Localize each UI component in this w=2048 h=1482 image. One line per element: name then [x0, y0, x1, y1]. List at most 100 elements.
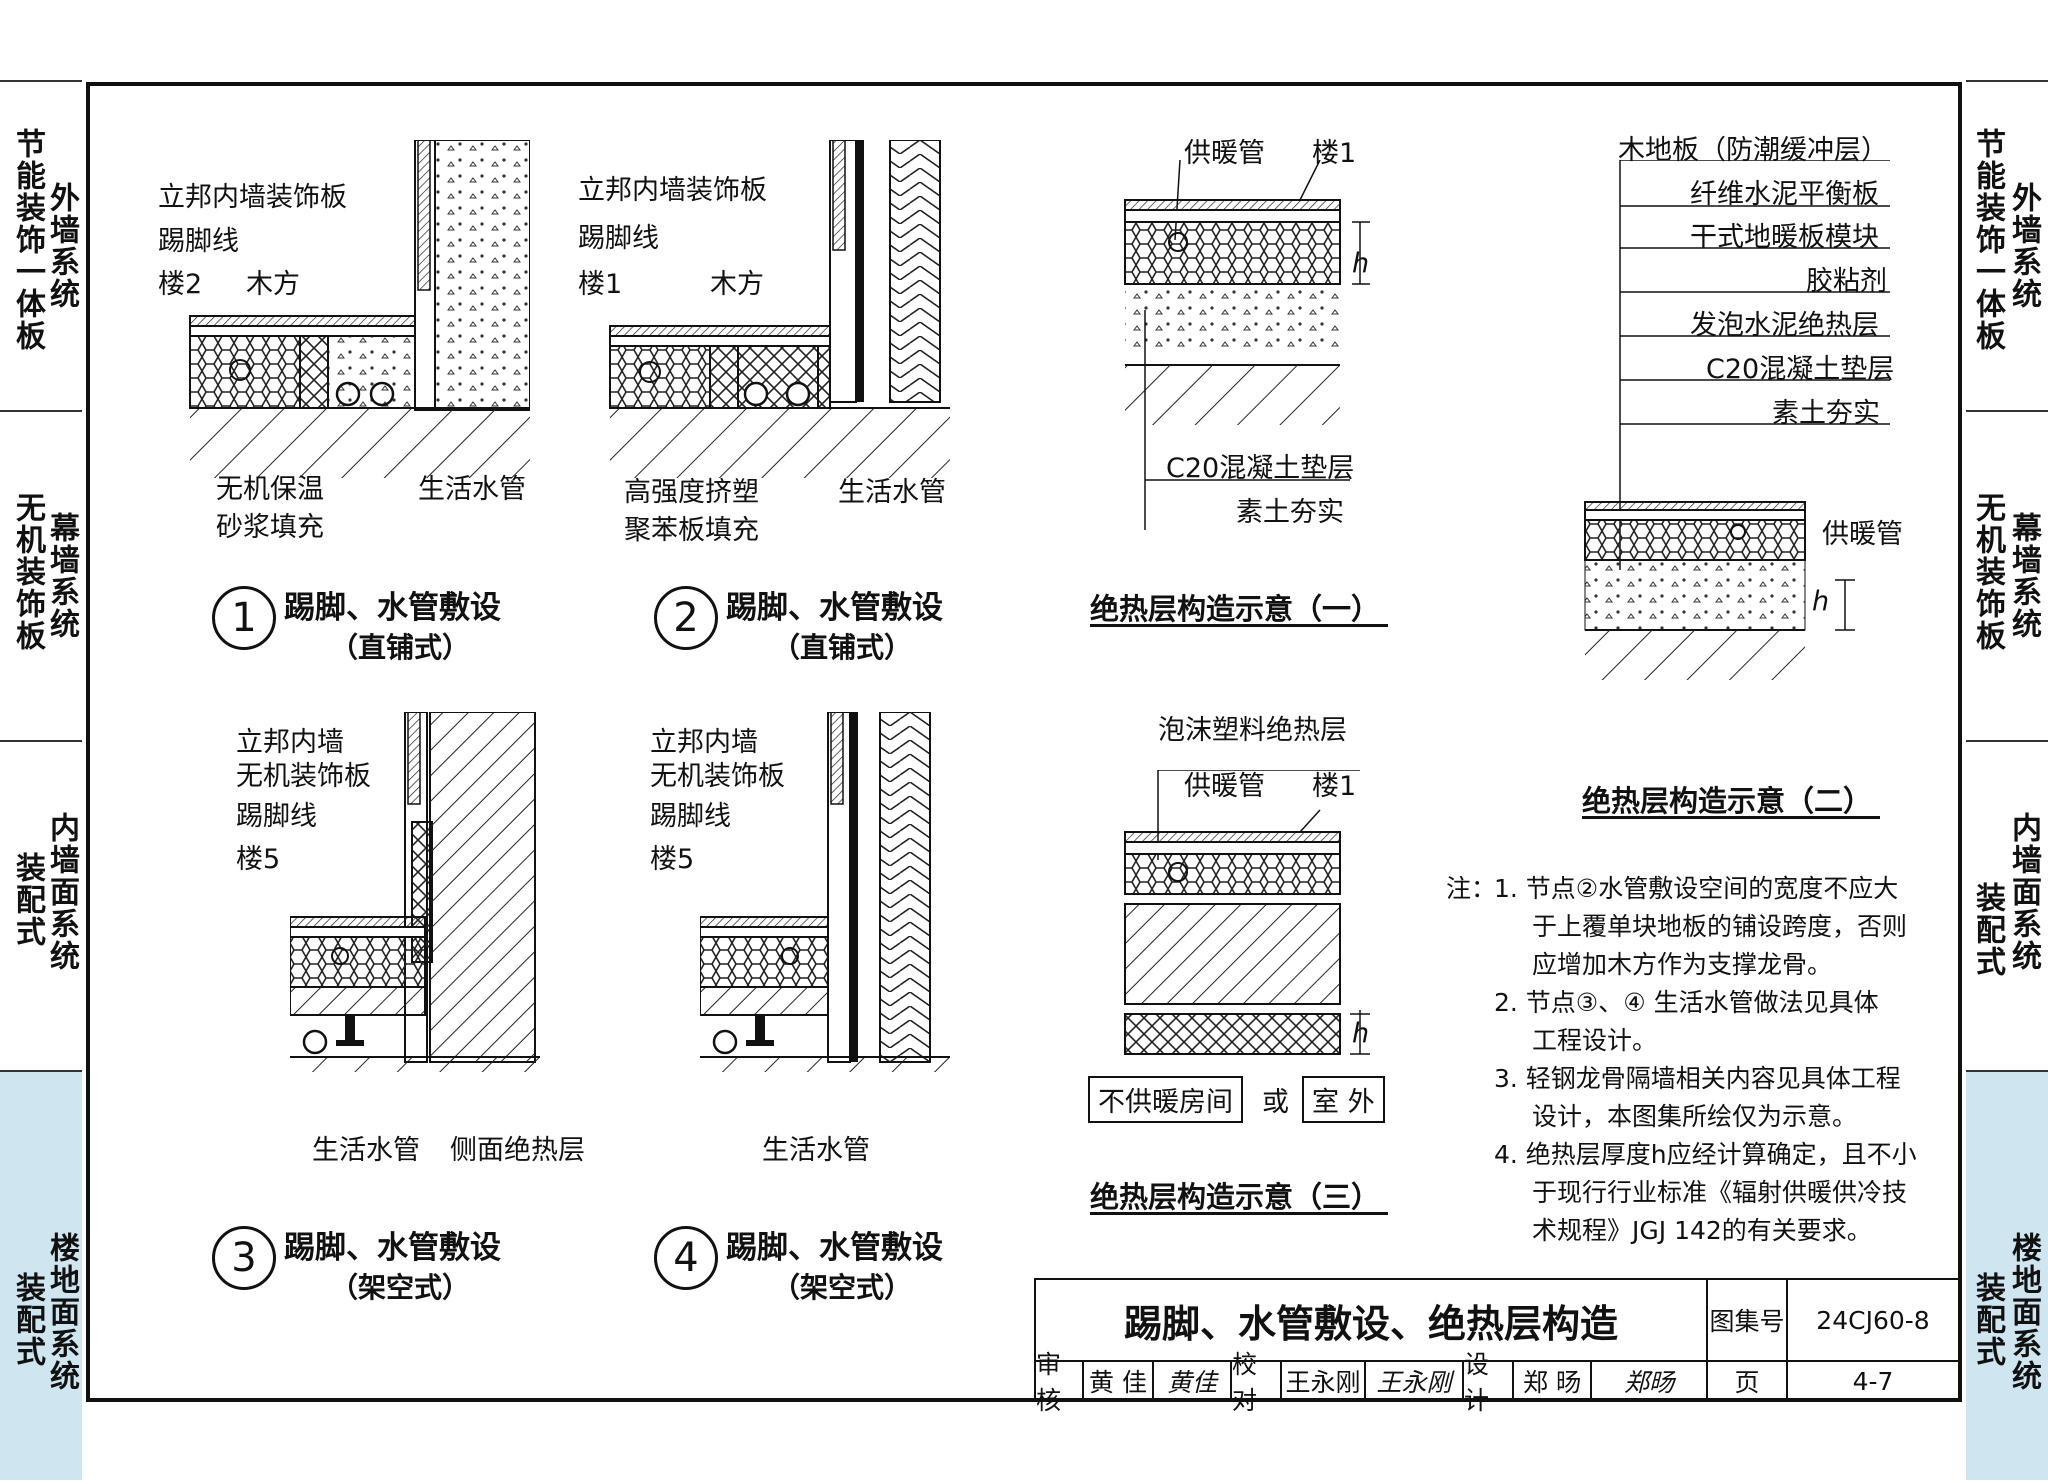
insulation-title: 绝热层构造示意（三） — [1090, 1180, 1381, 1214]
label-heat-pipe: 供暖管 — [1184, 771, 1265, 802]
review-label: 审核 — [1034, 1350, 1084, 1415]
label-pipe: 生活水管 — [762, 1135, 870, 1166]
note-line: 1. 节点②水管敷设空间的宽度不应大 — [1494, 874, 1899, 903]
detail-title: 踢脚、水管敷设 — [284, 590, 501, 626]
side-tab-text: 楼地面系统 — [44, 1232, 79, 1392]
side-tab-text: 节能装饰一体板 — [10, 128, 45, 352]
note-line: 工程设计。 — [1532, 1026, 1658, 1055]
label-floor: 楼1 — [1312, 138, 1357, 169]
check-label: 校对 — [1230, 1350, 1282, 1415]
detail-subtitle: （直铺式） — [330, 631, 471, 664]
label-pipe: 生活水管 — [418, 474, 526, 505]
layer-label: C20混凝土垫层 — [1706, 354, 1895, 385]
label-mortar-1: 无机保温 — [216, 474, 324, 505]
side-tab-text: 装配式 — [1970, 882, 2005, 978]
side-tab-text: 内墙面系统 — [2006, 812, 2041, 972]
layer-label: 素土夯实 — [1772, 398, 1880, 429]
checker-name: 王永刚 — [1280, 1360, 1366, 1402]
designer-signature: 郑旸 — [1590, 1360, 1708, 1402]
label-pipe: 生活水管 — [838, 477, 946, 508]
atlas-number: 24CJ60-8 — [1786, 1278, 1960, 1362]
note-line: 2. 节点③、④ 生活水管做法见具体 — [1494, 988, 1879, 1017]
layer-label: 发泡水泥绝热层 — [1690, 310, 1879, 341]
layer-label: 木地板（防潮缓冲层） — [1618, 135, 1888, 166]
label-unheated-room: 不供暖房间 — [1088, 1076, 1243, 1123]
label-floor: 楼1 — [578, 269, 623, 300]
detail3-drawing — [290, 712, 540, 1072]
label-thickness-h: h — [1352, 1018, 1370, 1049]
notes-head: 注： — [1446, 874, 1497, 903]
layer-label: 纤维水泥平衡板 — [1690, 179, 1879, 210]
layer-label: 干式地暖板模块 — [1690, 222, 1879, 253]
side-tab-text: 幕墙系统 — [44, 512, 79, 640]
detail-number-badge: 4 — [654, 1226, 718, 1290]
label-floor: 楼2 — [158, 269, 203, 300]
label-side-insulation: 侧面绝热层 — [450, 1135, 585, 1166]
title-block: 踢脚、水管敷设、绝热层构造 图集号 24CJ60-8 审核 黄 佳 黄佳 校对 … — [1034, 1278, 1960, 1415]
note-line: 3. 轻钢龙骨隔墙相关内容见具体工程 — [1494, 1064, 1901, 1093]
reviewer-signature: 黄佳 — [1152, 1360, 1232, 1402]
label-heat-pipe: 供暖管 — [1822, 519, 1903, 550]
label-floor: 楼5 — [236, 844, 281, 875]
note-line: 术规程》JGJ 142的有关要求。 — [1532, 1216, 1872, 1245]
drawing-frame — [86, 82, 1962, 1402]
detail-title: 踢脚、水管敷设 — [284, 1230, 501, 1266]
label-wall-1: 立邦内墙 — [236, 727, 344, 758]
side-tab-exterior-wall[interactable]: 节能装饰一体板 外墙系统 — [0, 80, 82, 410]
note-line: 于上覆单块地板的铺设跨度，否则 — [1532, 912, 1908, 941]
page-label: 页 — [1706, 1360, 1788, 1402]
side-tab-interior-wall[interactable]: 装配式 内墙面系统 — [1966, 740, 2048, 1070]
side-tab-curtain-wall[interactable]: 无机装饰板 幕墙系统 — [1966, 410, 2048, 740]
note-line: 于现行行业标准《辐射供暖供冷技 — [1532, 1178, 1908, 1207]
label-timber: 木方 — [246, 269, 300, 300]
title-underline — [1090, 624, 1388, 627]
side-tab-text: 装配式 — [10, 1272, 45, 1368]
side-tab-text: 外墙系统 — [2006, 182, 2041, 310]
label-skirting: 踢脚线 — [158, 226, 239, 257]
side-tab-text: 外墙系统 — [44, 182, 79, 310]
reviewer-name: 黄 佳 — [1082, 1360, 1154, 1402]
label-xps-1: 高强度挤塑 — [624, 477, 759, 508]
detail2-drawing — [609, 140, 950, 478]
side-tab-text: 内墙面系统 — [44, 812, 79, 972]
side-tab-text: 节能装饰一体板 — [1970, 128, 2005, 352]
label-concrete: C20混凝土垫层 — [1166, 453, 1355, 484]
side-tab-text: 无机装饰板 — [10, 492, 45, 652]
side-tab-floor-system[interactable]: 装配式 楼地面系统 — [1966, 1070, 2048, 1480]
checker-signature: 王永刚 — [1364, 1360, 1464, 1402]
detail-number-badge: 1 — [212, 586, 276, 650]
detail1-drawing — [189, 140, 530, 478]
layer-label: 胶粘剂 — [1806, 266, 1887, 297]
label-wall-panel: 立邦内墙装饰板 — [578, 175, 767, 206]
label-wall-1: 立邦内墙 — [650, 727, 758, 758]
label-or: 或 — [1262, 1087, 1289, 1118]
detail-subtitle: （架空式） — [330, 1271, 471, 1304]
detail-subtitle: （直铺式） — [772, 631, 913, 664]
insulation3-drawing — [1124, 770, 1370, 1055]
side-tab-interior-wall[interactable]: 装配式 内墙面系统 — [0, 740, 82, 1070]
label-thickness-h: h — [1352, 248, 1370, 279]
label-floor: 楼1 — [1312, 771, 1357, 802]
label-xps-2: 聚苯板填充 — [624, 515, 759, 546]
detail-title: 踢脚、水管敷设 — [726, 1230, 943, 1266]
label-floor: 楼5 — [650, 844, 695, 875]
label-mortar-2: 砂浆填充 — [216, 512, 324, 543]
side-tab-text: 装配式 — [10, 852, 45, 948]
label-thickness-h: h — [1812, 586, 1830, 617]
label-wall-2: 无机装饰板 — [236, 761, 371, 792]
side-tab-text: 无机装饰板 — [1970, 492, 2005, 652]
label-skirting: 踢脚线 — [578, 223, 659, 254]
detail-title: 踢脚、水管敷设 — [726, 590, 943, 626]
side-tab-floor-system[interactable]: 装配式 楼地面系统 — [0, 1070, 82, 1480]
insulation1-drawing — [1124, 160, 1370, 530]
insulation2-drawing — [1584, 160, 1890, 680]
label-outdoor: 室 外 — [1302, 1076, 1385, 1123]
design-label: 设计 — [1462, 1350, 1514, 1415]
side-tab-exterior-wall[interactable]: 节能装饰一体板 外墙系统 — [1966, 80, 2048, 410]
side-tab-curtain-wall[interactable]: 无机装饰板 幕墙系统 — [0, 410, 82, 740]
label-foam-insulation: 泡沫塑料绝热层 — [1158, 715, 1347, 746]
note-line: 4. 绝热层厚度h应经计算确定，且不小 — [1494, 1140, 1917, 1169]
insulation-title: 绝热层构造示意（二） — [1582, 784, 1873, 818]
title-underline — [1090, 1212, 1388, 1215]
side-tab-text: 装配式 — [1970, 1272, 2005, 1368]
